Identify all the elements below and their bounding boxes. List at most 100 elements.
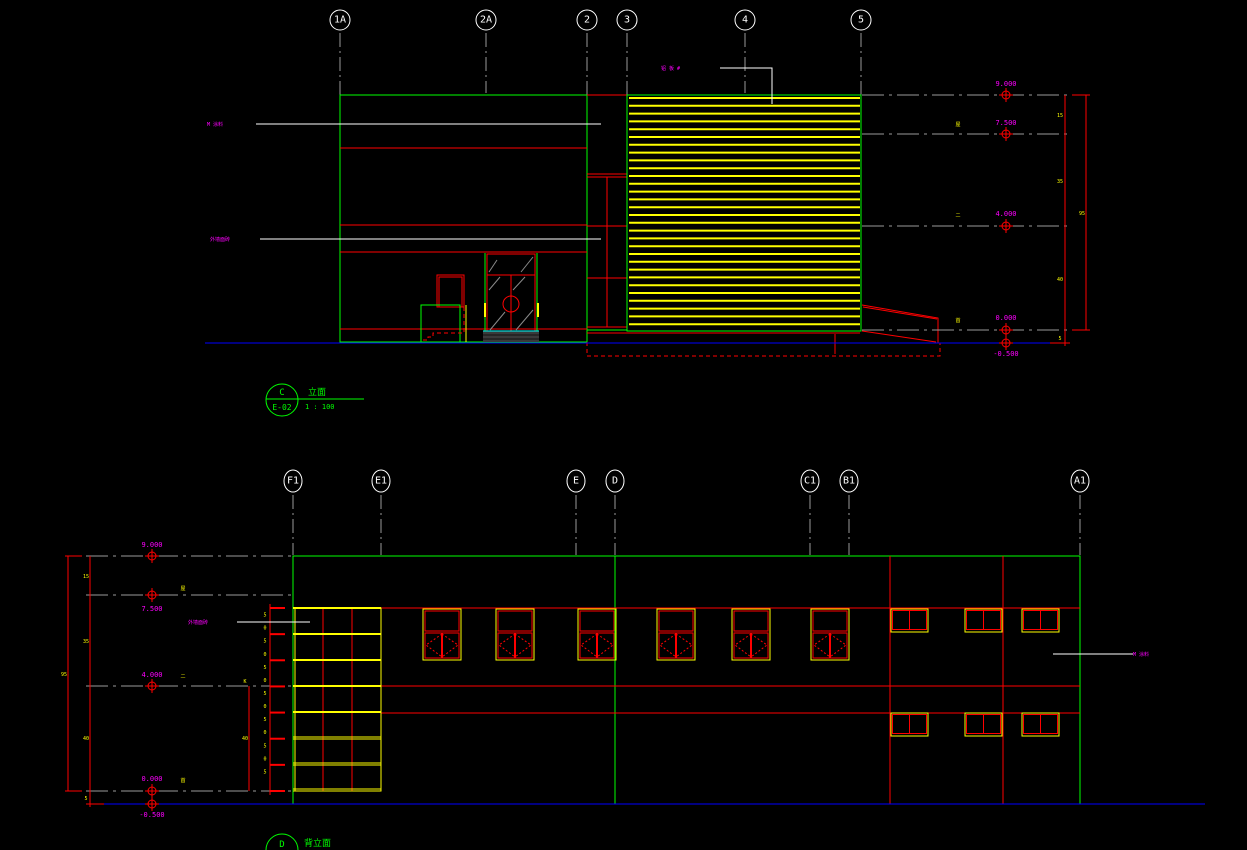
level-markers-top (862, 88, 1070, 350)
window-frame (1021, 608, 1060, 633)
foundation-outline (586, 342, 941, 357)
level-label: 9.000 (995, 80, 1016, 88)
dim-total: 95 (1079, 211, 1085, 217)
cladding-note: 铝 板 # (661, 65, 680, 72)
axis-bubble (329, 9, 351, 31)
dim-value: 5 (84, 796, 87, 802)
window-frame (964, 608, 1003, 633)
dim-value: 15 (1057, 113, 1063, 119)
level-label: 0.000 (995, 314, 1016, 322)
window-transom-light (497, 610, 533, 632)
side-canopy (420, 274, 467, 343)
stair-core (587, 94, 860, 334)
title-bubble (265, 383, 299, 417)
wall-note: M 涂料 (207, 121, 223, 128)
dim-value: 40 (83, 736, 89, 742)
hidden-steps (422, 307, 465, 341)
rear-facade-outline (292, 555, 1081, 805)
axis-bubble (800, 469, 820, 493)
window-frame (577, 608, 617, 661)
axis-bubble (1070, 469, 1090, 493)
axis-bubble (734, 9, 756, 31)
riser-mark: 0 (263, 678, 266, 684)
window-swing (514, 633, 532, 658)
cladded-block (626, 94, 862, 332)
axis-top-1A: 1A (329, 9, 351, 95)
axis-bottom-A1: A1 (1070, 469, 1090, 555)
level-label: 0.000 (141, 775, 162, 783)
riser-mark: 0 (263, 730, 266, 736)
axis-label: 4 (742, 15, 748, 26)
axis-bubble (850, 9, 872, 31)
title-bubble-top: C (279, 388, 284, 398)
dim-value: 35 (1057, 179, 1063, 185)
axes-bottom: F1 E1 E D C1 (283, 469, 1090, 555)
drawing-scale: 1 : 100 (305, 403, 335, 411)
riser-mark: 5 (263, 665, 266, 671)
riser-mark: 5 (263, 743, 266, 749)
level-label: 7.500 (141, 605, 162, 613)
axis-bubble (475, 9, 497, 31)
window-swing (675, 633, 693, 658)
axis-bubble (371, 469, 391, 493)
window-transom-light (658, 610, 694, 632)
axis-label: F1 (287, 476, 299, 487)
window-swing (829, 633, 847, 658)
glass-hatch (489, 311, 506, 331)
axis-bottom-F1: F1 (283, 469, 303, 555)
entrance-steps (483, 331, 539, 342)
window-frame (656, 608, 696, 661)
drawing-title: 背立面 (304, 837, 331, 849)
wall-note: 外墙面砖 (188, 619, 208, 626)
axis-top-2: 2 (576, 9, 598, 95)
canopy-frame (436, 274, 465, 308)
axis-bottom-C1: C1 (800, 469, 820, 555)
axis-label: C1 (804, 476, 816, 487)
window-transom-light (579, 610, 615, 632)
wall-note: 外墙面砖 (210, 236, 230, 243)
floor-mark: 屋 (180, 586, 185, 592)
level-label: -0.500 (139, 811, 164, 819)
floor-mark: 屋 (955, 122, 960, 128)
floor-mark: 二 (180, 674, 185, 680)
dim-value: 35 (83, 639, 89, 645)
axis-label: E1 (375, 476, 387, 487)
wall-note: M 涂料 (1133, 651, 1149, 658)
floor-mark: 二 (955, 213, 960, 219)
level-label: 4.000 (995, 210, 1016, 218)
stair-dim-total: 40 (242, 736, 248, 742)
level-label: 4.000 (141, 671, 162, 679)
window-transom-light (812, 610, 848, 632)
axis-top-3: 3 (616, 9, 638, 95)
riser-mark: 0 (263, 626, 266, 632)
glass-hatch (488, 276, 501, 291)
door-round-window (502, 295, 520, 313)
axis-bubble (616, 9, 638, 31)
axis-label: B1 (843, 476, 855, 487)
leaders-top: 铝 板 # M 涂料 外墙面砖 (207, 65, 773, 243)
floor-mark: 首 (955, 317, 960, 324)
riser-mark: 5 (263, 613, 266, 619)
door-light (537, 303, 539, 317)
riser-mark: 5 (263, 639, 266, 645)
cladded-block-outline (626, 94, 862, 332)
axis-label: 2 (584, 15, 590, 26)
axis-label: A1 (1074, 476, 1086, 487)
axis-bottom-E: E (566, 469, 586, 555)
stair-dim-top: K (243, 679, 246, 685)
title-bubble (265, 833, 299, 850)
axis-top-5: 5 (850, 9, 872, 95)
ramp-top (861, 304, 939, 343)
ramp-bottom (861, 330, 937, 343)
axis-top-4: 4 (734, 9, 756, 93)
window-frame (890, 712, 929, 737)
window-frame (1021, 712, 1060, 737)
ramp (586, 304, 941, 357)
floor-mark: 首 (180, 777, 185, 784)
axis-bubble (576, 9, 598, 31)
door-light (484, 303, 486, 317)
window-swing (580, 633, 598, 658)
